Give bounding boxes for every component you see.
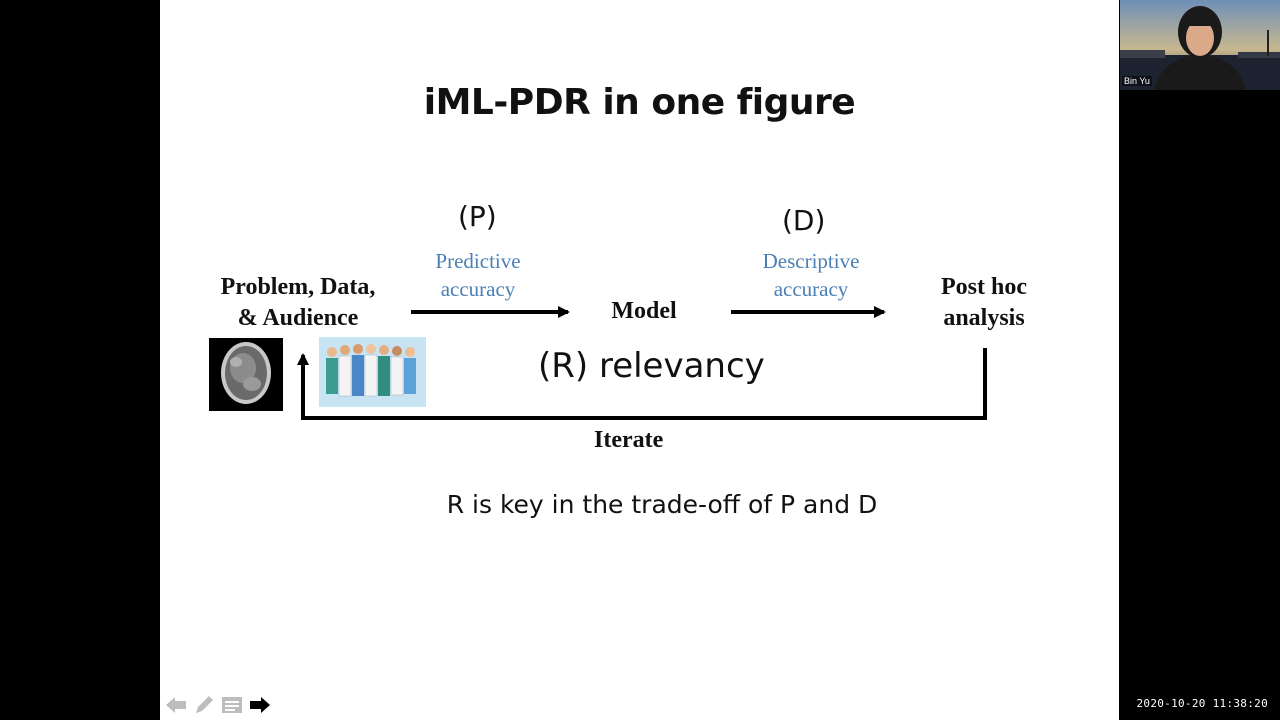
iterate-loop-arrow bbox=[297, 348, 987, 420]
slide-title: iML-PDR in one figure bbox=[423, 82, 856, 123]
pen-icon[interactable] bbox=[192, 692, 216, 718]
d-label: (D) bbox=[782, 204, 826, 237]
slide-navigation bbox=[164, 692, 272, 718]
brain-scan-image bbox=[209, 338, 283, 411]
pdr-diagram bbox=[209, 306, 987, 420]
participant-name: Bin Yu bbox=[1122, 76, 1152, 86]
predictive-accuracy-label: Predictive accuracy bbox=[435, 249, 521, 301]
relevancy-label: (R) relevancy bbox=[538, 346, 765, 386]
p-label: (P) bbox=[458, 200, 497, 233]
slide-caption: R is key in the trade-off of P and D bbox=[446, 490, 878, 519]
arrow-right-icon[interactable] bbox=[248, 692, 272, 718]
problem-data-audience-label: Problem, Data, & Audience bbox=[220, 274, 376, 331]
descriptive-accuracy-label: Descriptive accuracy bbox=[762, 249, 860, 301]
post-hoc-analysis-label: Post hoc analysis bbox=[941, 274, 1027, 331]
iterate-label: Iterate bbox=[594, 427, 664, 453]
menu-icon[interactable] bbox=[220, 692, 244, 718]
doctors-illustration bbox=[319, 337, 426, 407]
recording-timestamp: 2020-10-20 11:38:20 bbox=[1136, 697, 1268, 710]
model-label: Model bbox=[611, 298, 677, 324]
arrow-left-icon[interactable] bbox=[164, 692, 188, 718]
presentation-slide: iML-PDR in one figure bbox=[160, 0, 1119, 720]
participant-video[interactable] bbox=[1120, 0, 1280, 90]
